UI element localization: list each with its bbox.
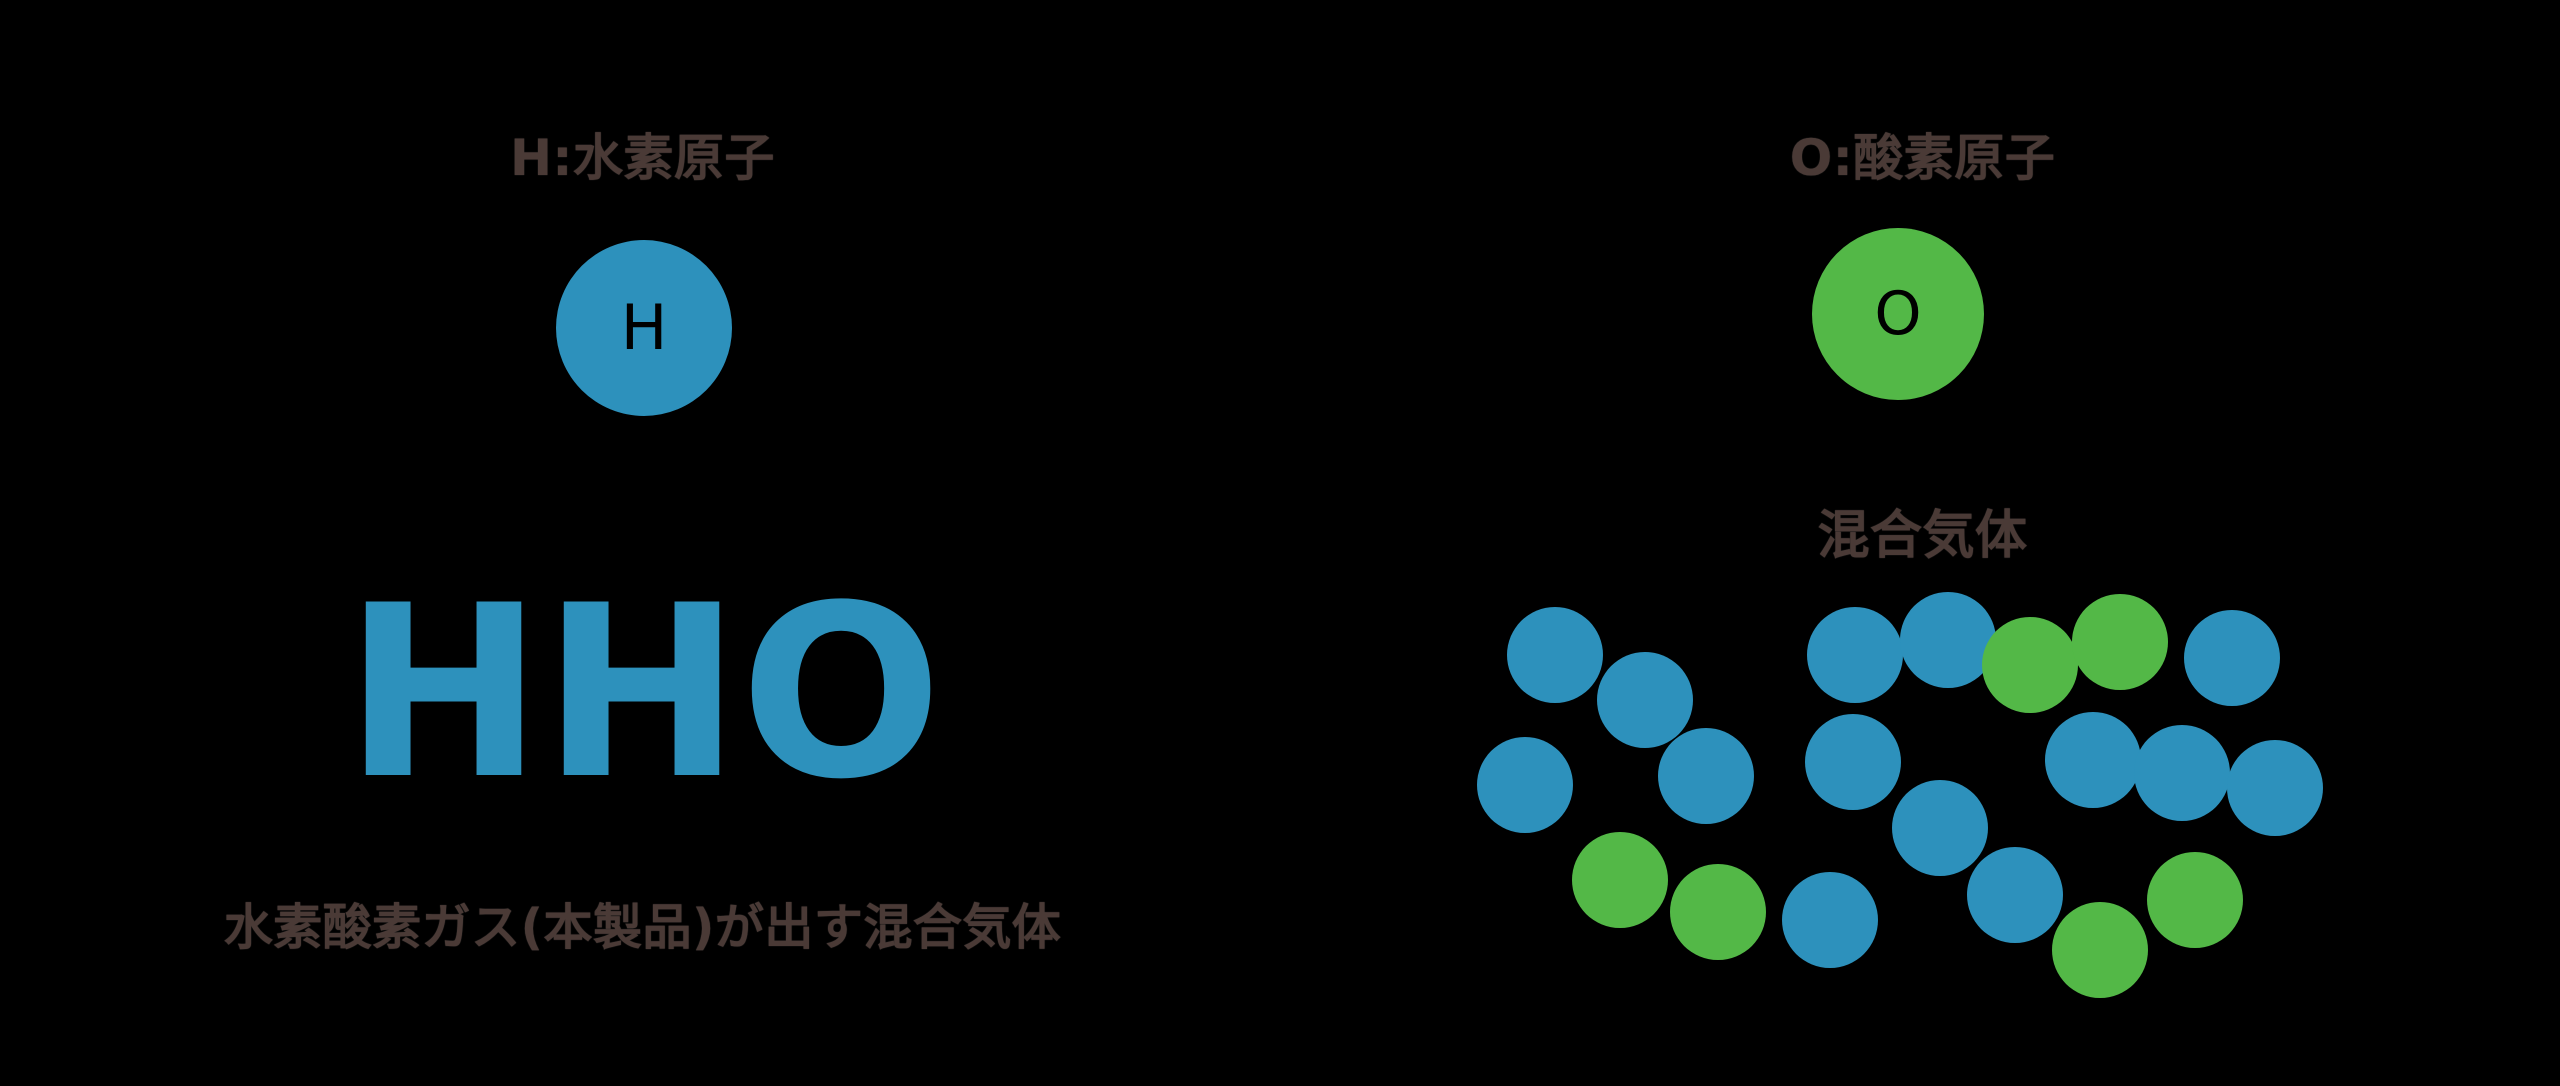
molecule-oxygen-circle <box>2072 594 2168 690</box>
oxygen-legend-label: O:酸素原子 <box>1789 129 2056 187</box>
molecule-hydrogen-circle <box>1597 652 1693 748</box>
molecule-hydrogen-circle <box>2134 725 2230 821</box>
molecule-hydrogen-circle <box>1507 607 1603 703</box>
molecule-hydrogen-circle <box>1782 872 1878 968</box>
molecule-hydrogen-circle <box>2227 740 2323 836</box>
molecule-hydrogen-circle <box>1900 592 1996 688</box>
molecule-hydrogen-circle <box>1477 737 1573 833</box>
molecule-oxygen-circle <box>2147 852 2243 948</box>
oxygen-atom-circle: O <box>1812 228 1984 400</box>
molecule-hydrogen-circle <box>1805 714 1901 810</box>
hydrogen-atom-symbol: H <box>620 291 668 364</box>
oxygen-atom-symbol: O <box>1874 279 1922 349</box>
hydrogen-legend-label: H:水素原子 <box>510 129 775 187</box>
molecule-oxygen-circle <box>1982 617 2078 713</box>
mixed-gas-title: 混合気体 <box>1817 506 2028 566</box>
molecule-hydrogen-circle <box>2184 610 2280 706</box>
hho-wordmark: HHO <box>343 555 942 832</box>
hydrogen-atom-circle: H <box>556 240 732 416</box>
molecule-hydrogen-circle <box>1658 728 1754 824</box>
molecule-oxygen-circle <box>1572 832 1668 928</box>
hho-caption: 水素酸素ガス(本製品)が出す混合気体 <box>223 899 1062 956</box>
molecule-hydrogen-circle <box>1892 780 1988 876</box>
molecule-hydrogen-circle <box>2045 712 2141 808</box>
molecule-hydrogen-circle <box>1967 847 2063 943</box>
mixed-gas-cluster <box>1470 580 2370 1020</box>
molecule-oxygen-circle <box>1670 864 1766 960</box>
molecule-hydrogen-circle <box>1807 607 1903 703</box>
molecule-oxygen-circle <box>2052 902 2148 998</box>
